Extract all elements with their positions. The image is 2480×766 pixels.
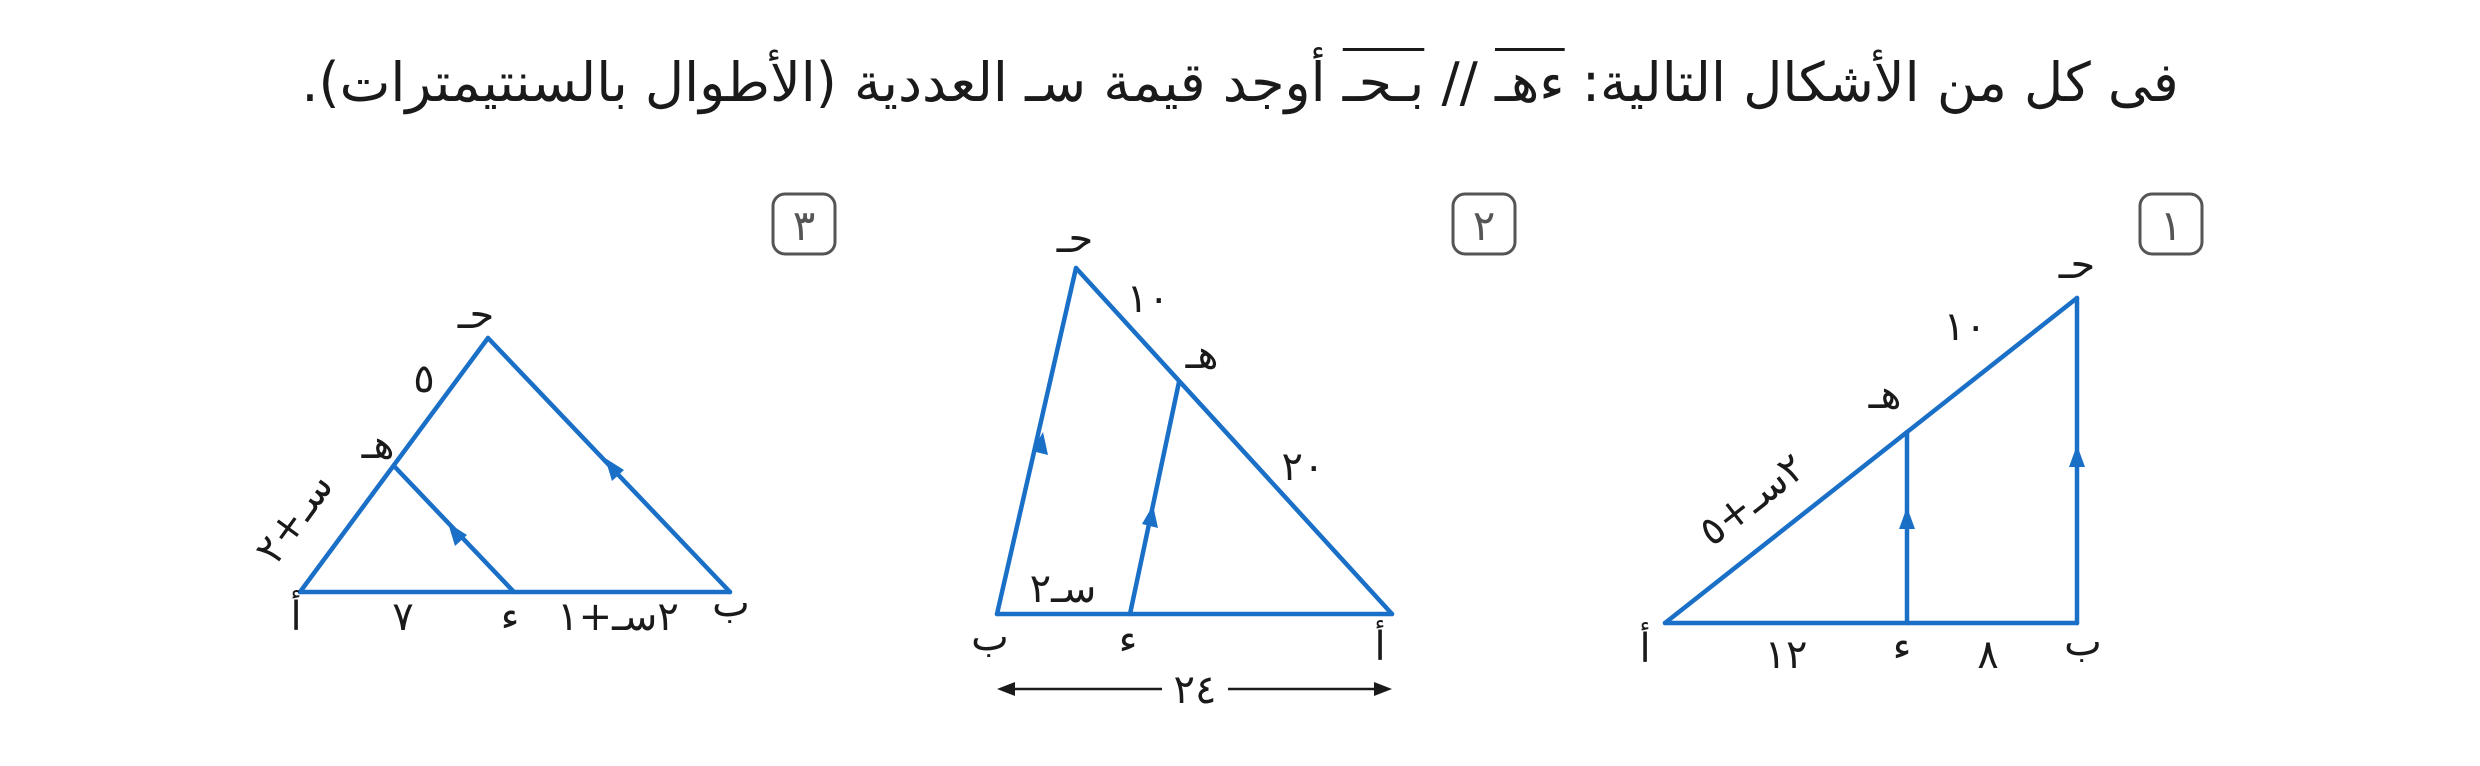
figure-2-dimension-arrow-right <box>1374 682 1392 696</box>
figure-3-arrow-de <box>448 523 467 546</box>
figure-3-length-ad: ٧ <box>392 594 413 640</box>
figure-2-arrow-bc <box>1032 432 1048 455</box>
figure-2: ٢ أ ب حـ ء هـ ١٠ ٢٠ سـ٢ ٢٤ <box>971 192 1517 713</box>
figure-2-length-ae: ٢٠ <box>1282 444 1325 490</box>
figure-1-vertex-b: ب <box>2064 619 2102 665</box>
figure-3-length-db: ٢سـ+١ <box>557 594 679 640</box>
problem-statement: فى كل من الأشكال التالية: ءهـ // بـحـ أو… <box>0 38 2480 128</box>
figure-1-arrow-bc <box>2069 445 2085 467</box>
variable-x: سـ <box>1025 51 1087 114</box>
figure-2-side-ac <box>1073 265 1395 617</box>
figure-3-length-ec: ٥ <box>413 356 434 402</box>
segment-bc-label: بـحـ <box>1342 51 1425 114</box>
figure-2-vertex-b: ب <box>971 614 1009 660</box>
statement-part-2: أوجد قيمة <box>1086 51 1343 114</box>
statement-part-3: العددية (الأطوال بالسنتيمترات). <box>301 51 1026 114</box>
figure-1-side-ac <box>1662 295 2080 626</box>
figure-2-segment-de <box>1127 379 1182 617</box>
figure-2-vertex-c: حـ <box>1056 216 1093 262</box>
figure-3-vertex-e: هـ <box>361 422 395 468</box>
figure-1-length-db: ٨ <box>1977 632 1998 678</box>
statement-part-1: فى كل من الأشكال التالية: <box>1564 51 2179 114</box>
figure-1-vertex-d: ء <box>1893 624 1912 670</box>
figure-3-badge <box>771 192 837 256</box>
figure-1-arrow-de <box>1899 507 1915 529</box>
figure-2-length-ab: ٢٤ <box>1174 667 1217 713</box>
figure-2-side-bc <box>994 265 1079 617</box>
figure-2-length-ec: ١٠ <box>1127 276 1170 322</box>
figure-1: ١ أ ب حـ ء هـ ١٢ ٨ ١٠ ٢سـ+٥ <box>1639 192 2204 678</box>
figure-2-length-bd: سـ٢ <box>1030 566 1097 612</box>
figure-3-vertex-b: ب <box>712 580 750 626</box>
figure-2-arrow-de <box>1142 505 1158 528</box>
segment-de-label: ءهـ <box>1495 51 1565 114</box>
figure-1-length-ad: ١٢ <box>1765 632 1808 678</box>
figure-2-vertex-d: ء <box>1119 617 1138 663</box>
figure-3-number: ٣ <box>793 201 816 250</box>
figure-2-vertex-a: أ <box>1374 620 1385 670</box>
figure-3-arrow-bc <box>605 458 624 481</box>
figure-3-vertex-a: أ <box>290 590 301 640</box>
figure-1-badge <box>2138 192 2204 256</box>
figure-1-vertex-a: أ <box>1639 622 1650 672</box>
figure-1-vertex-e: هـ <box>1868 372 1902 418</box>
figure-1-length-ae: ٢سـ+٥ <box>1690 444 1814 555</box>
figure-1-number: ١ <box>2160 201 2183 250</box>
figure-3-vertex-c: حـ <box>457 292 494 338</box>
figure-2-dimension-arrow-left <box>997 682 1015 696</box>
figure-2-vertex-e: هـ <box>1185 332 1219 378</box>
figure-3-vertex-d: ء <box>501 594 520 640</box>
figure-3: ٣ أ ب حـ ء هـ ٧ ٢سـ+١ ٥ سـ+٢ <box>246 192 837 640</box>
figure-1-length-ec: ١٠ <box>1944 304 1987 350</box>
figure-1-vertex-c: حـ <box>2058 242 2095 288</box>
figure-2-number: ٢ <box>1473 201 1496 250</box>
figure-2-badge <box>1451 192 1517 256</box>
parallel-symbol: // <box>1424 51 1495 114</box>
